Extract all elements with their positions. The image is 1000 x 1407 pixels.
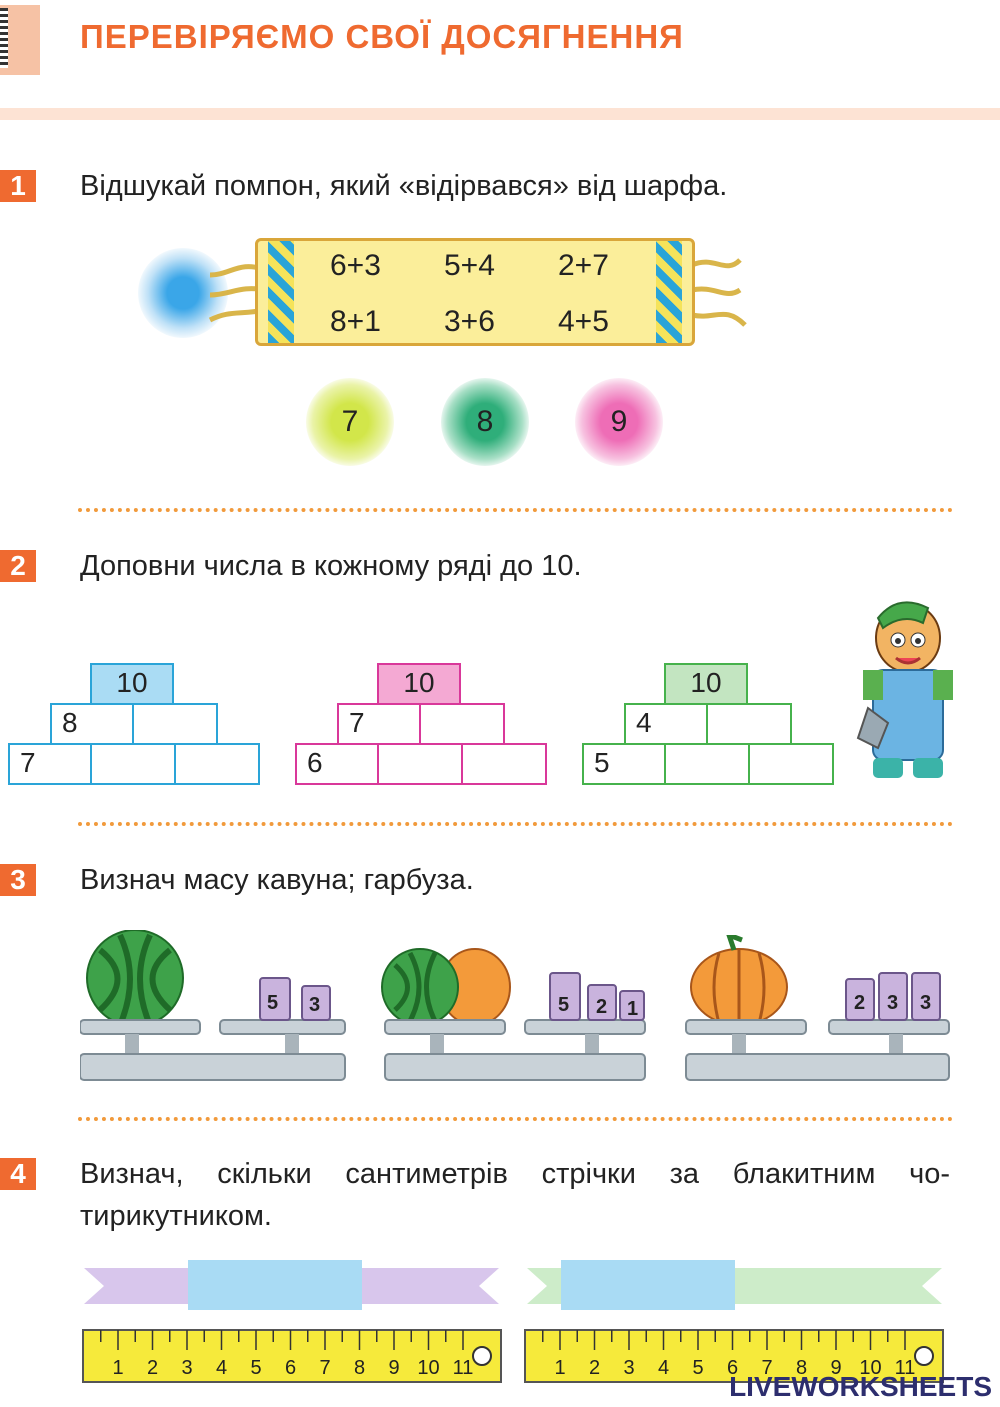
weight-label: 1 — [627, 998, 639, 1020]
task-number-1: 1 — [0, 170, 36, 202]
ruler-mark-label: 8 — [354, 1357, 365, 1379]
ruler-mark-label: 11 — [453, 1357, 474, 1379]
ruler-mark-label: 11 — [895, 1357, 916, 1379]
scale-1 — [80, 930, 346, 1081]
pyramid-answer-cell[interactable] — [377, 743, 463, 785]
ruler-mark-label: 10 — [417, 1357, 439, 1379]
scarf-expr: 6+3 — [330, 249, 381, 282]
ruler-hole-icon — [914, 1346, 934, 1366]
pompon-option[interactable]: 7 — [306, 378, 394, 466]
task-3-text: Визнач масу кавуна; гарбуза. — [80, 864, 474, 896]
cat-character-icon — [856, 601, 953, 778]
ruler-mark-label: 1 — [112, 1357, 123, 1379]
scarf: 6+3 5+4 2+7 8+1 3+6 4+5 — [255, 238, 695, 346]
pompon-option[interactable]: 8 — [441, 378, 529, 466]
ruler-mark-label: 3 — [181, 1357, 192, 1379]
ruler-mark-label: 6 — [727, 1357, 738, 1379]
ruler-mark-label: 9 — [830, 1357, 841, 1379]
scarf-fringe-right-icon — [691, 258, 747, 327]
pyramid-answer-cell[interactable] — [132, 703, 218, 745]
page-title: ПЕРЕВІРЯЄМО СВОЇ ДОСЯГНЕННЯ — [80, 18, 684, 55]
weight-label: 2 — [854, 992, 866, 1014]
scarf-expr: 5+4 — [444, 249, 495, 282]
pompon-value: 9 — [610, 405, 628, 438]
ruler-mark-label: 5 — [250, 1357, 261, 1379]
scarf-expr: 2+7 — [558, 249, 609, 282]
pompon-value: 7 — [341, 405, 359, 438]
pyramid-mid-cell: 7 — [337, 703, 421, 745]
blue-rectangle — [188, 1260, 362, 1310]
pompon-option[interactable]: 9 — [575, 378, 663, 466]
pyramid-bottom-cell: 6 — [295, 743, 379, 785]
ruler-mark-label: 9 — [388, 1357, 399, 1379]
qr-code-icon — [0, 8, 8, 68]
blue-rectangle — [561, 1260, 735, 1310]
ruler-hole-icon — [472, 1346, 492, 1366]
pompon-value: 8 — [476, 405, 494, 438]
scale-3 — [685, 935, 950, 1081]
scarf-expr: 8+1 — [330, 305, 381, 338]
pyramid-answer-cell[interactable] — [90, 743, 176, 785]
pyramid-answer-cell[interactable] — [664, 743, 750, 785]
watermelon-icon — [86, 930, 184, 1027]
pyramid-bottom-cell: 7 — [8, 743, 92, 785]
ruler-2: 1 2 3 4 5 6 7 8 9 10 11 — [524, 1329, 944, 1383]
section-divider — [78, 1117, 953, 1121]
ruler-mark-label: 2 — [147, 1357, 158, 1379]
ruler-mark-label: 5 — [692, 1357, 703, 1379]
scarf-pattern-left — [268, 241, 294, 343]
ribbon-2 — [527, 1260, 942, 1310]
section-divider — [78, 822, 953, 826]
weight-label: 2 — [596, 996, 608, 1018]
task-4-text-continued: тирикутником. — [80, 1200, 272, 1232]
ruler-mark-label: 2 — [589, 1357, 600, 1379]
weight-label: 5 — [267, 992, 279, 1014]
pyramid-answer-cell[interactable] — [461, 743, 547, 785]
liveworksheets-logo: LIVEWORKSHEETS — [729, 1371, 992, 1402]
ruler-mark-label: 10 — [859, 1357, 881, 1379]
task-number-4: 4 — [0, 1158, 36, 1190]
pyramid-mid-cell: 8 — [50, 703, 134, 745]
task-number-2: 2 — [0, 550, 36, 582]
ruler-mark-label: 6 — [285, 1357, 296, 1379]
ruler-1: 1 2 3 4 5 6 7 8 9 10 11 — [82, 1329, 502, 1383]
pyramid-answer-cell[interactable] — [748, 743, 834, 785]
pyramid-top-cell: 10 — [377, 663, 461, 705]
pyramid-top-cell: 10 — [90, 663, 174, 705]
ruler-mark-label: 7 — [319, 1357, 330, 1379]
task-number-3: 3 — [0, 864, 36, 896]
ruler-mark-label: 1 — [554, 1357, 565, 1379]
pyramid-answer-cell[interactable] — [174, 743, 260, 785]
task-1-text: Відшукай помпон, який «відірвався» від ш… — [80, 170, 728, 202]
ribbon-1 — [84, 1260, 499, 1310]
ruler-mark-label: 8 — [796, 1357, 807, 1379]
task-4-text: Визнач, скільки сантиметрів стрічки за б… — [80, 1158, 950, 1190]
weight-label: 3 — [920, 992, 932, 1014]
task-2-text: Доповни числа в кожному ряді до 10. — [80, 550, 582, 582]
pyramid-answer-cell[interactable] — [706, 703, 792, 745]
scale-2 — [381, 948, 646, 1081]
weight-label: 3 — [309, 994, 321, 1016]
pyramid-answer-cell[interactable] — [419, 703, 505, 745]
weight-label: 3 — [887, 992, 899, 1014]
pyramid-bottom-cell: 5 — [582, 743, 666, 785]
header-divider — [0, 108, 1000, 120]
scarf-pattern-right — [656, 241, 682, 343]
ruler-mark-label: 4 — [658, 1357, 669, 1379]
ruler-mark-label: 3 — [623, 1357, 634, 1379]
scarf-expr: 3+6 — [444, 305, 495, 338]
pyramid-top-cell: 10 — [664, 663, 748, 705]
scarf-expr: 4+5 — [558, 305, 609, 338]
section-divider — [78, 508, 953, 512]
pyramid-mid-cell: 4 — [624, 703, 708, 745]
weight-label: 5 — [558, 994, 570, 1016]
ruler-mark-label: 4 — [216, 1357, 227, 1379]
ruler-mark-label: 7 — [761, 1357, 772, 1379]
